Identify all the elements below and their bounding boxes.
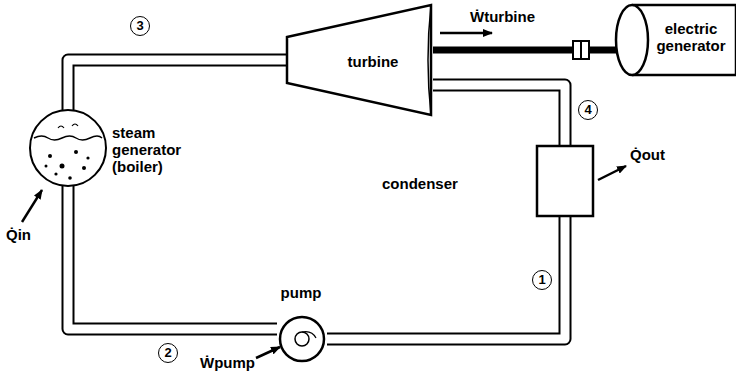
node-label: turbine (323, 53, 423, 70)
pipe-wall (433, 85, 565, 147)
pipe-bore (68, 186, 277, 329)
shaft (433, 41, 618, 59)
heat-in-arrow (22, 190, 42, 222)
work-turbine-arrow (440, 32, 492, 35)
steam-generator: steam generator (boiler) (28, 108, 193, 194)
pipe (68, 186, 277, 329)
pipe-bore (68, 60, 287, 110)
heat-out-arrow (598, 166, 626, 180)
callout-number: 3 (130, 16, 150, 36)
pump: pump (255, 282, 347, 366)
pipe (327, 215, 565, 339)
condenser: condenser (380, 145, 596, 217)
pipe-wall (68, 60, 287, 110)
pipe (68, 60, 287, 110)
work-label: Ẇpump (200, 354, 255, 371)
pump-outline (275, 314, 329, 364)
pipe (433, 85, 565, 147)
callout-number: 1 (532, 270, 552, 290)
electric-generator: electric generator (612, 3, 736, 77)
work-label: Ẇturbine (470, 8, 535, 25)
node-label: condenser (382, 175, 522, 192)
steam-generator-outline (28, 108, 108, 188)
work-pump-arrow (256, 347, 280, 358)
pipe-wall (68, 186, 277, 329)
node-label: steam generator (boiler) (112, 124, 192, 175)
node-label: pump (255, 284, 347, 301)
heat-label: Q̇out (630, 146, 665, 163)
callout-number: 4 (578, 100, 598, 120)
pipe-bore (327, 215, 565, 339)
pipe-wall (327, 215, 565, 339)
coupling (573, 41, 589, 59)
pipe-bore (433, 85, 565, 147)
callout-number: 2 (158, 343, 178, 363)
turbine: turbine (285, 3, 435, 117)
shaft-line (433, 47, 618, 54)
node-label: electric generator (648, 20, 734, 54)
condenser-outline (536, 145, 594, 217)
heat-label: Q̇in (6, 226, 31, 243)
coupling-joint (580, 41, 582, 59)
